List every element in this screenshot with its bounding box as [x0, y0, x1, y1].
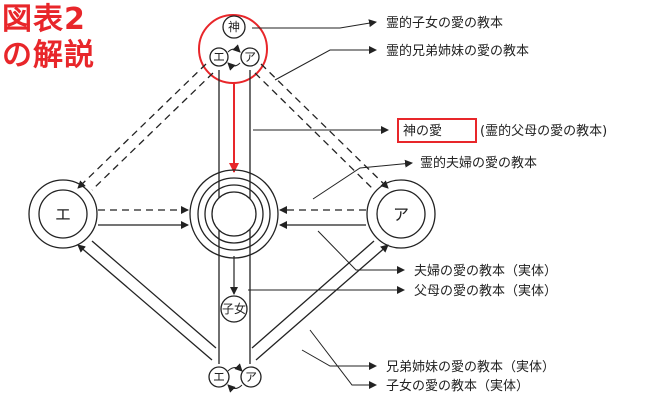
center-ring-3: [204, 184, 264, 244]
page-title: 図表2 の解説: [2, 2, 95, 74]
child-node: [220, 295, 248, 323]
label-gods-love: 神の愛: [403, 124, 442, 139]
a-node-top-label: ア: [244, 50, 256, 64]
lower-right-diag-1: [255, 244, 389, 361]
top-couple-arrow-left: [227, 62, 241, 71]
title-line-2: の解説: [2, 38, 95, 73]
center-ring-4: [211, 191, 257, 237]
bottom-couple-arrow-right: [227, 363, 243, 372]
god-node: [222, 15, 246, 39]
label-siblings: 兄弟姉妹の愛の教本（実体）: [386, 359, 555, 375]
title-line-1: 図表2: [2, 2, 86, 37]
child-node-label: 子女: [222, 301, 246, 316]
dashed-top-right-2: [254, 72, 375, 191]
left-e-label: エ: [55, 205, 71, 224]
dashed-top-right-1: [260, 63, 389, 189]
e-node-top: [209, 47, 229, 67]
gods-love-highlight-box: [397, 118, 477, 143]
leader-siblings: [301, 349, 377, 370]
dashed-top-left-1: [77, 63, 207, 189]
left-e-outer: [28, 179, 98, 249]
dashed-top-left-2: [91, 72, 214, 191]
god-cluster: 神 エ ア: [198, 14, 268, 84]
leader-children: [309, 329, 377, 389]
right-a-outer: [366, 179, 436, 249]
top-couple-arrow-right: [227, 44, 241, 53]
right-a-label: ア: [393, 205, 409, 224]
label-spirit-parents: (霊的父母の愛の教本): [480, 123, 607, 139]
center-ring-2: [197, 177, 271, 251]
lower-left-diag-2: [91, 240, 217, 349]
label-spirit-siblings: 霊的兄弟姉妹の愛の教本: [386, 43, 529, 59]
a-node-top: [240, 47, 260, 67]
label-spirit-children: 霊的子女の愛の教本: [386, 15, 503, 31]
label-parents: 父母の愛の教本（実体）: [414, 283, 557, 299]
label-children: 子女の愛の教本（実体）: [386, 378, 529, 394]
bottom-e-label: エ: [213, 370, 225, 384]
center-ring-1: [189, 169, 279, 259]
bottom-a-label: ア: [245, 370, 257, 384]
center-circles: [189, 169, 279, 259]
lower-right-diag-2: [251, 240, 375, 349]
leader-spirit-couple: [312, 159, 413, 200]
leader-couple: [317, 230, 405, 274]
leader-spirit-siblings: [274, 46, 377, 81]
e-node-top-label: エ: [213, 50, 225, 64]
bottom-e-node: [208, 366, 230, 388]
left-e-inner: [38, 189, 88, 239]
leader-spirit-children: [252, 19, 377, 29]
label-spirit-couple: 霊的夫婦の愛の教本: [420, 155, 537, 171]
right-a-inner: [376, 189, 426, 239]
bottom-a-node: [240, 366, 262, 388]
lower-left-diag-1: [77, 244, 213, 361]
label-couple: 夫婦の愛の教本（実体）: [414, 263, 557, 279]
bottom-couple-arrow-left: [227, 384, 243, 393]
god-node-label: 神: [228, 20, 240, 34]
